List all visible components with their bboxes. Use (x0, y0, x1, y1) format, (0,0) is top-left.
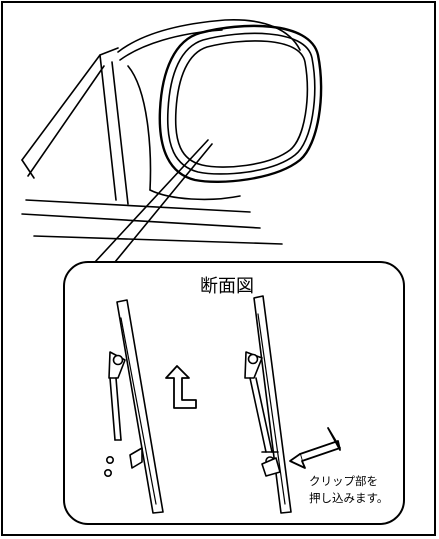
instruction-note: クリップ部を 押し込みます。 (309, 473, 388, 507)
section-view-title: 断面図 (200, 276, 254, 297)
push-arrow-icon (289, 427, 341, 469)
section-left-clip (104, 299, 164, 514)
lift-arrow-icon (165, 365, 197, 409)
instruction-note-line-2: 押し込みます。 (309, 491, 389, 505)
instruction-note-line-1: クリップ部を (309, 474, 378, 488)
callout-leaders (94, 139, 213, 263)
mirror-glass (158, 24, 323, 183)
section-box (63, 261, 405, 525)
section-right-clip (244, 295, 292, 514)
door-sail-lines (21, 47, 283, 245)
